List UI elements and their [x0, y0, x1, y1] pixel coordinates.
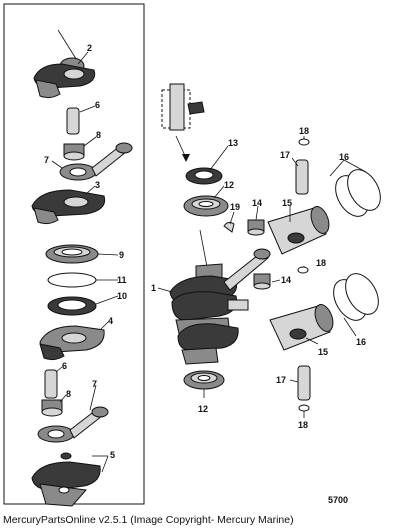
part-number-labels: 2 6 8 7 3 9 11 10 4 6 7 8 5 13 12 19 14 …: [44, 43, 366, 460]
label-14-upper: 14: [252, 198, 262, 208]
part-piston-upper: [267, 206, 330, 255]
label-18-upper: 18: [299, 126, 309, 136]
copyright-caption: MercuryPartsOnline v2.5.1 (Image Copyrig…: [3, 514, 294, 526]
part-crank-web-middle: [31, 189, 106, 225]
figure-number: 5700: [328, 495, 349, 505]
label-4: 4: [108, 316, 113, 326]
label-6-lower: 6: [62, 361, 67, 371]
part-needle-bearing-lower: [41, 399, 63, 417]
part-upper-crankshaft: [33, 29, 96, 99]
part-main-bearing-upper: [183, 195, 229, 217]
part-piston-pin-lower: [44, 369, 58, 399]
part-tool-inset: [161, 83, 205, 162]
part-piston-rings-lower: [333, 273, 379, 321]
part-crank-web-lower: [39, 325, 105, 361]
label-6-upper: 6: [95, 100, 100, 110]
label-18-lower: 18: [298, 420, 308, 430]
part-retaining-ring: [47, 272, 97, 288]
label-19: 19: [230, 202, 240, 212]
part-wrist-pin-lower: [297, 365, 311, 401]
part-wrist-pin-upper: [295, 159, 309, 195]
part-piston-pin-upper: [66, 107, 80, 135]
label-12-upper: 12: [224, 180, 234, 190]
label-1: 1: [151, 283, 156, 293]
label-9: 9: [119, 250, 124, 260]
label-17-lower: 17: [276, 375, 286, 385]
label-11: 11: [117, 275, 127, 285]
part-retaining-clip-1: [298, 138, 310, 146]
label-15-lower: 15: [318, 347, 328, 357]
label-12-lower: 12: [198, 404, 208, 414]
part-main-crankshaft: [169, 229, 249, 365]
right-leader-lines: [157, 136, 367, 418]
label-7-upper: 7: [44, 155, 49, 165]
part-connecting-rod-right: [223, 248, 271, 291]
left-leader-lines: [51, 51, 119, 473]
part-connecting-rod-lower: [37, 406, 109, 443]
part-seal-ring: [47, 296, 97, 316]
part-connecting-rod-upper: [59, 142, 133, 181]
part-needle-bearing-right-lower: [253, 273, 271, 290]
label-7-lower: 7: [92, 379, 97, 389]
part-ball-bearing: [45, 244, 99, 264]
label-5: 5: [110, 450, 115, 460]
label-16-lower: 16: [356, 337, 366, 347]
label-13: 13: [228, 138, 238, 148]
part-piston-rings-upper: [335, 169, 381, 217]
part-woodruff-key: [223, 221, 235, 233]
part-oil-seal: [185, 167, 223, 185]
label-15-upper: 15: [282, 198, 292, 208]
part-main-bearing-lower: [183, 370, 225, 390]
label-10: 10: [117, 291, 127, 301]
label-14-lower: 14: [281, 275, 291, 285]
label-16-upper: 16: [339, 152, 349, 162]
label-18-middle: 18: [316, 258, 326, 268]
label-17-upper: 17: [280, 150, 290, 160]
part-needle-bearing-right-upper: [247, 219, 265, 236]
part-retaining-clip-2: [297, 266, 309, 274]
label-3: 3: [95, 180, 100, 190]
part-retaining-clip-3: [298, 404, 310, 412]
part-piston-lower: [269, 304, 334, 351]
part-lower-crank-end: [31, 452, 101, 507]
label-8-lower: 8: [66, 389, 71, 399]
label-2: 2: [87, 43, 92, 53]
part-needle-bearing-upper: [63, 143, 85, 161]
label-8-upper: 8: [96, 130, 101, 140]
